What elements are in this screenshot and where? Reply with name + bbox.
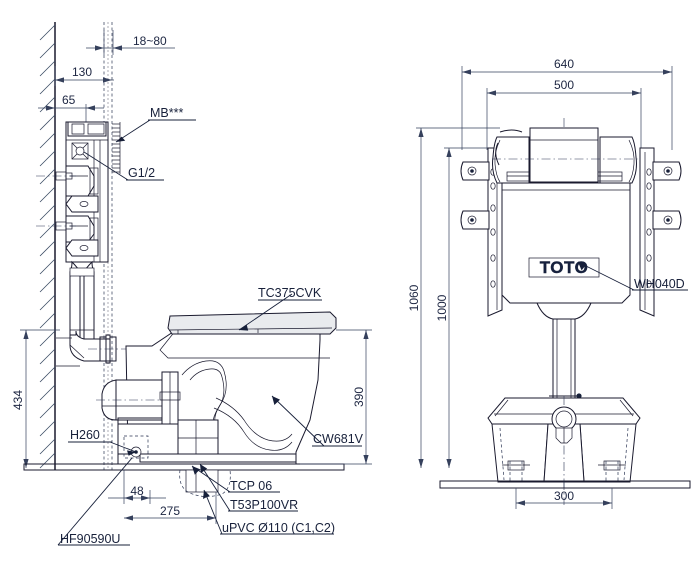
dimension-300-text: 300 bbox=[554, 489, 574, 503]
dimension-390: 390 bbox=[300, 329, 372, 465]
bowl-base bbox=[117, 419, 297, 465]
dimension-130: 130 bbox=[54, 65, 114, 86]
callout-mb-label: MB*** bbox=[150, 106, 183, 120]
dimension-1060: 1060 bbox=[407, 127, 500, 468]
mounting-bracket-upper-right bbox=[652, 161, 682, 181]
callout-upvc: uPVC Ø110 (C1,C2) bbox=[203, 489, 335, 535]
callout-tcp06-label: TCP 06 bbox=[230, 479, 272, 493]
toilet-seat-tc375cvk bbox=[167, 311, 337, 335]
dimension-48-text: 48 bbox=[130, 484, 144, 498]
dimension-1060-text: 1060 bbox=[407, 284, 421, 311]
callout-wh040d-label: WH040D bbox=[634, 277, 685, 291]
callout-h260-label: H260 bbox=[70, 428, 100, 442]
callout-cw681v-label: CW681V bbox=[313, 432, 364, 446]
cistern-tab-lower bbox=[65, 239, 99, 257]
floor-line-left bbox=[23, 463, 345, 471]
h260-fixing-detail bbox=[123, 435, 149, 459]
waste-pipe-side bbox=[56, 260, 140, 367]
dimension-640-text: 640 bbox=[554, 57, 574, 71]
wall-bracket-upper bbox=[65, 165, 99, 197]
floor-line-right bbox=[439, 480, 691, 489]
dimension-390-text: 390 bbox=[352, 387, 366, 407]
dimension-130-text: 130 bbox=[72, 65, 92, 79]
concealed-cistern-side bbox=[36, 121, 109, 263]
right-front-elevation-view: 640 500 1060 1000 bbox=[407, 57, 691, 509]
callout-h260: H260 bbox=[68, 428, 137, 456]
callout-t53p100vr-label: T53P100VR bbox=[230, 498, 298, 512]
toto-logo-text: TOTO bbox=[540, 258, 589, 277]
dimension-48: 48 bbox=[108, 470, 166, 504]
callout-tcp06: TCP 06 bbox=[191, 465, 280, 493]
callout-g12-label: G1/2 bbox=[128, 166, 155, 180]
toto-logo: TOTO bbox=[528, 257, 600, 278]
bowl-inlet-block bbox=[96, 371, 181, 429]
dimension-18-80-text: 18~80 bbox=[133, 34, 167, 48]
dimension-500-text: 500 bbox=[554, 78, 574, 92]
callout-hf90590u: HF90590U bbox=[57, 457, 133, 546]
anchor-bolt-upper bbox=[36, 171, 76, 181]
callout-mb: MB*** bbox=[112, 106, 196, 174]
g12-inlet-fitting bbox=[71, 142, 89, 160]
callout-hf90590u-label: HF90590U bbox=[60, 532, 120, 546]
callout-tc375cvk-label: TC375CVK bbox=[258, 286, 322, 300]
pan-connector-collar bbox=[88, 334, 140, 364]
mounting-bracket-lower-left bbox=[460, 210, 490, 230]
callout-upvc-label: uPVC Ø110 (C1,C2) bbox=[222, 521, 335, 535]
dimension-300: 300 bbox=[515, 488, 613, 509]
mounting-bracket-upper-left bbox=[460, 161, 490, 181]
toilet-front-body bbox=[487, 396, 641, 488]
dimension-18-80: 18~80 bbox=[86, 30, 175, 55]
trapway-profile bbox=[181, 360, 293, 451]
callout-g12: G1/2 bbox=[83, 151, 164, 181]
floor-fixing-right bbox=[598, 460, 626, 482]
flush-pipe-front bbox=[536, 302, 592, 400]
bowl-inlet-flange-front bbox=[551, 406, 577, 444]
cistern-tab-middle bbox=[65, 195, 99, 213]
left-side-elevation-view: 18~80 130 65 bbox=[11, 22, 372, 546]
cistern-front-wh040d: TOTO bbox=[460, 118, 682, 505]
dimension-65: 65 bbox=[38, 93, 104, 122]
callout-cw681v: CW681V bbox=[271, 395, 364, 447]
frame-rail-right bbox=[639, 147, 655, 317]
dimension-65-text: 65 bbox=[62, 93, 76, 107]
dimension-500: 500 bbox=[486, 78, 642, 150]
toilet-bowl-side bbox=[96, 311, 337, 465]
dimension-1000: 1000 bbox=[435, 147, 500, 468]
dimension-434: 434 bbox=[11, 329, 60, 468]
dimension-434-text: 434 bbox=[11, 390, 25, 410]
dimension-640: 640 bbox=[461, 57, 673, 150]
wall-hatching bbox=[39, 24, 56, 469]
anchor-bolt-lower bbox=[36, 221, 76, 231]
mounting-bracket-lower-right bbox=[652, 210, 682, 230]
dimension-275: 275 bbox=[124, 492, 217, 524]
dimension-275-text: 275 bbox=[160, 504, 180, 518]
floor-fixing-left bbox=[502, 460, 530, 482]
dimension-1000-text: 1000 bbox=[435, 294, 449, 321]
callout-tc375cvk: TC375CVK bbox=[238, 286, 322, 331]
callout-t53p100vr: T53P100VR bbox=[199, 463, 298, 512]
callout-wh040d: WH040D bbox=[577, 261, 688, 291]
wall-section bbox=[39, 22, 56, 470]
mb-wall-hatch bbox=[112, 122, 121, 174]
